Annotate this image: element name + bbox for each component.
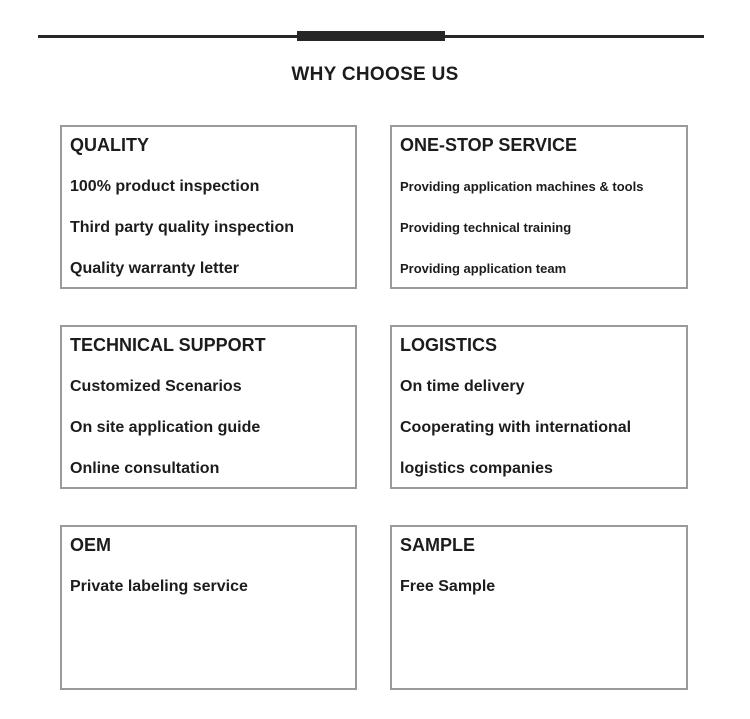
box-item: Cooperating with international logistics… <box>400 419 632 477</box>
box-heading-one-stop-service: ONE-STOP SERVICE <box>400 135 578 155</box>
box-content: LOGISTICS On time delivery Cooperating w… <box>400 327 676 487</box>
box-item: Free Sample <box>400 578 496 595</box>
box-heading-technical-support: TECHNICAL SUPPORT <box>70 335 266 355</box>
info-box-one-stop-service: ONE-STOP SERVICE Providing application m… <box>390 125 688 289</box>
box-item: Providing technical training <box>400 220 572 235</box>
box-heading-oem: OEM <box>70 535 112 555</box>
box-item: Providing application machines & tools <box>400 179 644 194</box>
box-item: Quality warranty letter <box>70 260 239 277</box>
top-rule-accent <box>297 31 445 41</box>
box-item: 100% product inspection <box>70 178 260 195</box>
info-box-logistics: LOGISTICS On time delivery Cooperating w… <box>390 325 688 489</box>
box-item: Private labeling service <box>70 578 248 595</box>
box-heading-sample: SAMPLE <box>400 535 476 555</box>
box-content: TECHNICAL SUPPORT Customized Scenarios O… <box>70 327 345 487</box>
box-item: Online consultation <box>70 460 220 477</box>
box-item: Third party quality inspection <box>70 219 295 236</box>
box-content: OEM Private labeling service <box>70 527 345 607</box>
box-content: SAMPLE Free Sample <box>400 527 676 607</box>
section-title: WHY CHOOSE US <box>291 64 459 85</box>
box-item: On site application guide <box>70 419 261 436</box>
box-item: On time delivery <box>400 378 525 395</box>
info-box-technical-support: TECHNICAL SUPPORT Customized Scenarios O… <box>60 325 357 489</box>
info-box-oem: OEM Private labeling service <box>60 525 357 690</box>
box-content: QUALITY 100% product inspection Third pa… <box>70 127 345 287</box>
box-heading-logistics: LOGISTICS <box>400 335 498 355</box>
box-content: ONE-STOP SERVICE Providing application m… <box>400 127 676 287</box>
info-box-quality: QUALITY 100% product inspection Third pa… <box>60 125 357 289</box>
info-box-sample: SAMPLE Free Sample <box>390 525 688 690</box>
box-item: Customized Scenarios <box>70 378 242 395</box>
box-item: Providing application team <box>400 261 567 276</box>
box-heading-quality: QUALITY <box>70 135 149 155</box>
